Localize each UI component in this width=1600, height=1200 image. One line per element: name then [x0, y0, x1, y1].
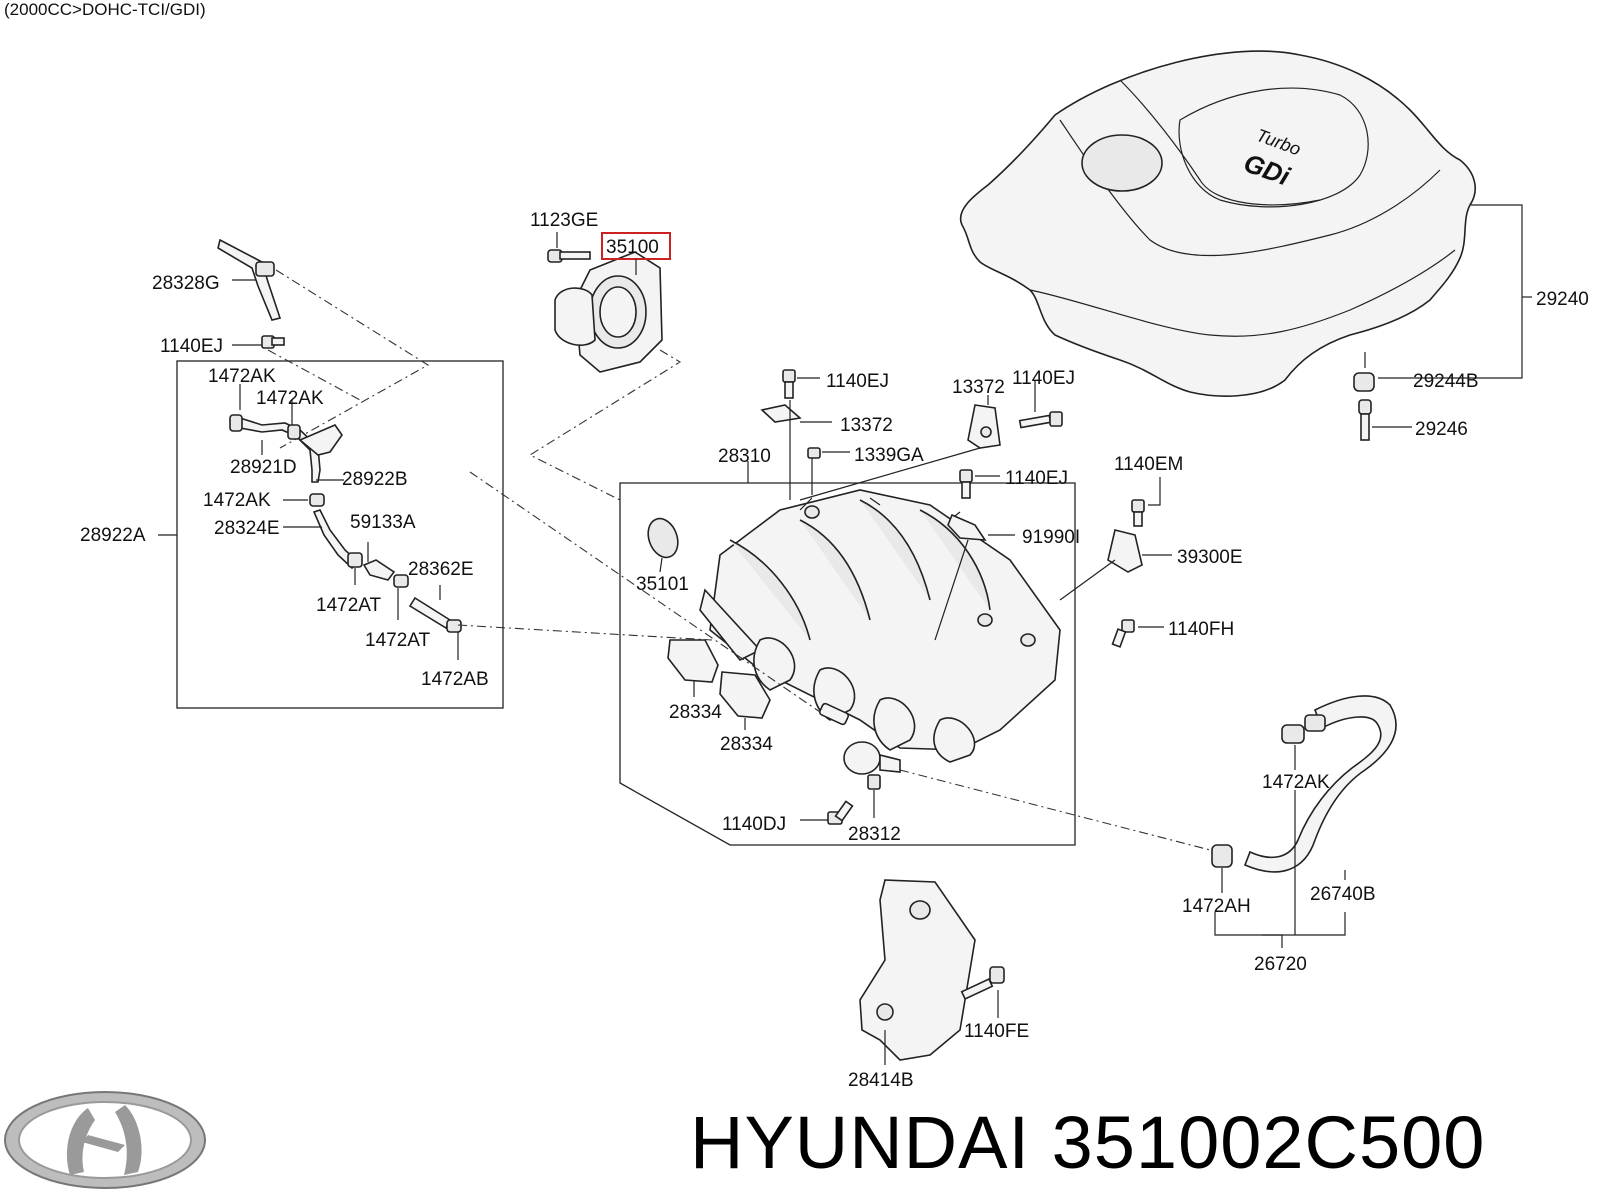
- bolt-1140EJ-b: [782, 369, 796, 399]
- label-1339GA: 1339GA: [854, 445, 924, 466]
- manifold-box: [619, 482, 1076, 846]
- label-1472AT-b: 1472AT: [365, 630, 431, 651]
- bracket-91990I: [947, 513, 987, 541]
- bracket-13372-b: [967, 404, 1001, 449]
- cover-bolt: [1358, 399, 1372, 441]
- label-1472AT-a: 1472AT: [316, 595, 382, 616]
- label-28328G: 28328G: [152, 273, 220, 294]
- label-28921D: 28921D: [230, 457, 297, 478]
- hyundai-logo: [4, 1091, 206, 1189]
- brand-name: HYUNDAI: [690, 1101, 1031, 1184]
- bolt-1140FE: [960, 966, 1005, 1001]
- cover-grommet: [1353, 372, 1375, 392]
- label-39300E: 39300E: [1177, 547, 1243, 568]
- throttle-bolt: [547, 249, 591, 263]
- label-1472AK-c: 1472AK: [203, 490, 271, 511]
- label-1140FE: 1140FE: [964, 1021, 1029, 1042]
- pcv-pipe: [217, 238, 282, 321]
- label-28922A: 28922A: [80, 525, 146, 546]
- hose-28362E: [408, 596, 462, 633]
- label-28362E: 28362E: [408, 559, 474, 580]
- label-28334-a: 28334: [669, 702, 722, 723]
- label-29246: 29246: [1415, 419, 1468, 440]
- label-35100[interactable]: 35100: [606, 237, 659, 258]
- engine-code-header: (2000CC>DOHC-TCI/GDI): [4, 0, 206, 19]
- bolt-1140FH: [1111, 619, 1135, 648]
- label-1472AK-b: 1472AK: [256, 388, 324, 409]
- hose-26740B: [1243, 695, 1397, 873]
- label-28324E: 28324E: [214, 518, 280, 539]
- bracket-28414B: [859, 879, 976, 1061]
- label-1140FH: 1140FH: [1168, 619, 1234, 640]
- bolt-1140EJ-c: [1018, 411, 1063, 429]
- label-26720: 26720: [1254, 954, 1307, 975]
- brand-part-number: HYUNDAI 351002C500: [690, 1100, 1485, 1185]
- label-28312: 28312: [848, 824, 901, 845]
- label-91990I: 91990I: [1022, 527, 1080, 548]
- sensor-28312: [843, 741, 901, 790]
- engine-cover: Turbo GDi: [959, 50, 1476, 397]
- label-1140EJ-b: 1140EJ: [826, 371, 889, 392]
- manifold-sensor: [818, 702, 850, 726]
- clamp-1472AK-d: [1281, 724, 1305, 744]
- label-28334-b: 28334: [720, 734, 773, 755]
- bolt-1140DJ: [827, 800, 854, 825]
- label-28414B: 28414B: [848, 1070, 914, 1091]
- label-1140EJ-d: 1140EJ: [1005, 468, 1068, 489]
- label-1472AK-a: 1472AK: [208, 366, 276, 387]
- label-26740B: 26740B: [1310, 884, 1376, 905]
- clamp-1472AH: [1211, 844, 1233, 868]
- hose-28324E: [309, 493, 363, 570]
- label-1472AK-d: 1472AK: [1262, 772, 1330, 793]
- bracket-13372-a: [760, 404, 802, 423]
- label-13372-a: 13372: [840, 415, 893, 436]
- bolt-1140EJ-d: [959, 469, 973, 499]
- label-13372-b: 13372: [952, 377, 1005, 398]
- label-59133A: 59133A: [350, 512, 416, 533]
- gasket-28334-a: [667, 639, 719, 683]
- label-1140EJ-a: 1140EJ: [160, 336, 223, 357]
- label-1123GE: 1123GE: [530, 210, 598, 231]
- label-1140EM: 1140EM: [1114, 454, 1183, 475]
- intake-manifold: [699, 489, 1061, 763]
- throttle-body: [554, 251, 663, 373]
- sensor-39300E: [1107, 499, 1145, 573]
- gasket-28334-b: [719, 671, 771, 719]
- label-28922B: 28922B: [342, 469, 408, 490]
- label-28310: 28310: [718, 446, 771, 467]
- gasket-35101: [647, 517, 679, 559]
- bolt-1140EJ-a: [261, 335, 285, 349]
- label-1472AB: 1472AB: [421, 669, 489, 690]
- label-1140EJ-c: 1140EJ: [1012, 368, 1075, 389]
- pcv-valve: [362, 559, 409, 588]
- label-35101: 35101: [636, 574, 689, 595]
- part-number: 351002C500: [1051, 1101, 1486, 1184]
- label-1472AH: 1472AH: [1182, 896, 1251, 917]
- pcv-hose: [229, 414, 343, 483]
- label-29244B: 29244B: [1413, 371, 1479, 392]
- bolt-1339GA: [807, 447, 821, 459]
- label-1140DJ: 1140DJ: [722, 814, 786, 835]
- label-29240: 29240: [1536, 289, 1589, 310]
